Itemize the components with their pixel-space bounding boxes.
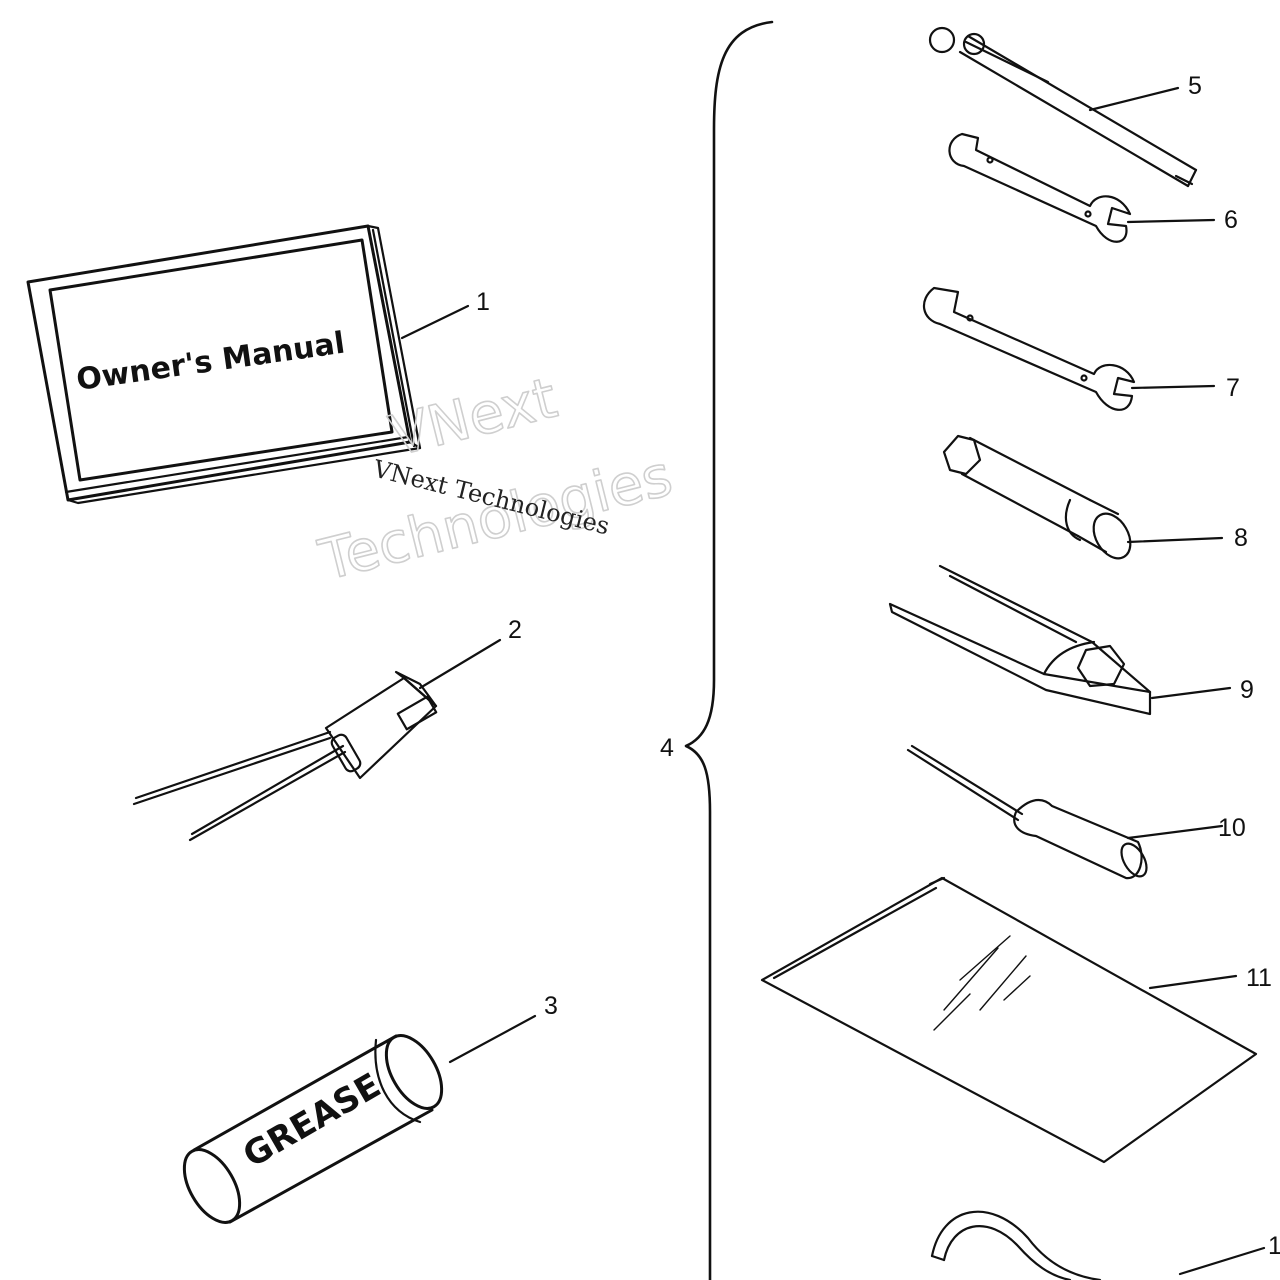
spark-plug-tool [928,26,1198,188]
open-end-wrench-large [923,286,1136,411]
callout-10: 10 [1218,814,1246,842]
callout-5: 5 [1188,72,1202,100]
leader-line-10 [1126,824,1224,840]
callout-8: 8 [1234,524,1248,552]
spanner-hook-partial [930,1210,1102,1280]
leader-line-11 [1148,974,1238,990]
screwdriver [906,744,1148,880]
leader-line-6 [1126,218,1216,224]
callout-11: 11 [1246,964,1272,992]
socket-wrench-tube [942,434,1132,560]
owners-manual-book: Owner's Manual [26,224,422,505]
open-end-wrench-small [948,132,1132,243]
leader-line-3 [448,1014,537,1064]
callout-9: 9 [1240,676,1254,704]
manual-title: Owner's Manual [74,326,347,398]
leader-line-7 [1130,384,1216,390]
tool-bag [760,876,1258,1164]
callout-3: 3 [544,992,558,1020]
callout-6: 6 [1224,206,1238,234]
leader-line-2 [418,638,502,690]
watermark-line-2: Technologies [313,443,679,593]
watermark: VNext Technologies VNext Technologies [312,365,679,595]
leader-line-12 [1178,1246,1266,1276]
tool-kit-brace [684,20,774,1280]
leader-line-5 [1088,86,1180,112]
leader-line-9 [1150,686,1232,700]
callout-4: 4 [660,734,674,762]
leader-line-1 [400,304,470,340]
callout-7: 7 [1226,374,1240,402]
leader-line-8 [1126,536,1224,544]
slotted-holder-tool [888,564,1152,716]
grease-tube: GREASE [182,1034,444,1224]
callout-1: 1 [476,288,490,316]
wire-connector [132,670,438,842]
callout-12: 1 [1268,1232,1280,1260]
callout-2: 2 [508,616,522,644]
watermark-line-1: VNext [384,366,563,470]
